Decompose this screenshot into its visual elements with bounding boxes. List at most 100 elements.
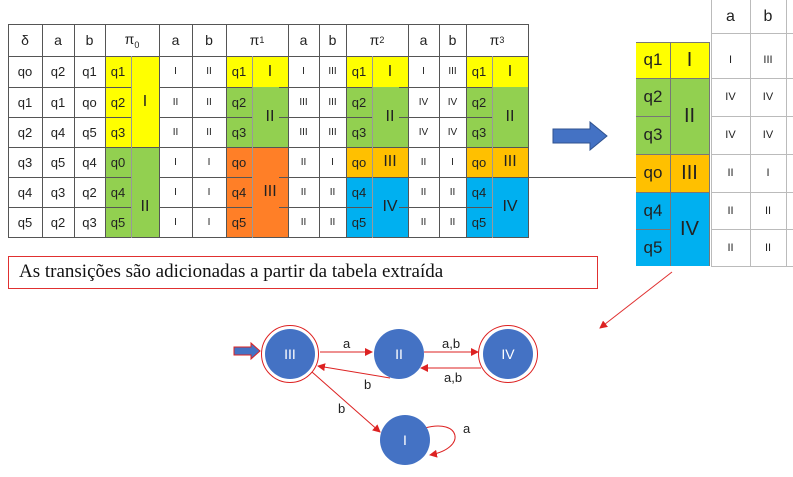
p2-group-label: III [383,153,397,170]
value-b: I [766,167,770,179]
group-label: II [683,104,696,127]
p0-group-label: II [140,198,150,215]
p1-b: III [328,96,337,108]
p2-b: II [449,186,456,198]
header-b: b [205,32,213,48]
p2-state: q2 [351,94,367,110]
p1-b: II [329,186,336,198]
p1-b: I [331,156,334,168]
p0-group-label: I [142,93,148,110]
row-b: q2 [82,184,97,200]
header-a: a [171,32,180,48]
p1-a: III [299,126,308,138]
reduced-table: a b q1 q2 q3 qo q4 q5 I II III IV I III … [636,0,793,267]
state-label: q4 [643,200,663,220]
p3-state: qo [471,154,487,170]
p2-state: q5 [351,214,367,230]
p0-state: q5 [110,214,126,230]
row-a: q2 [50,214,66,230]
p0-state: q2 [110,94,126,110]
p2-amber-block [346,147,408,177]
header-b: b [763,7,773,25]
p0-a: I [174,156,177,168]
p3-state: q4 [471,184,487,200]
caption-text: As transições são adicionadas a partir d… [19,261,444,282]
p2-group-label: IV [382,198,398,215]
edge-i-i [424,425,456,458]
row-a: q1 [50,94,66,110]
p3-group-label: III [503,153,517,170]
state-node-i[interactable]: I [380,415,430,465]
row-b: qo [82,94,97,110]
value-b: II [764,204,772,217]
p2-b: III [448,66,457,77]
p3-state: q3 [471,124,487,140]
p1-a: III [299,96,308,108]
header-pi0-label: π0 [124,30,140,50]
p0-state: q0 [110,154,126,170]
p1-group-label: III [263,183,277,200]
accepting-ring-iv [478,325,538,383]
p2-a: II [420,186,427,198]
edge-label: a,b [444,370,463,385]
table-to-automaton-arrow [599,271,673,329]
p1-a: II [300,216,307,228]
header-b: b [85,32,94,48]
header-b: b [328,32,337,48]
p0-state: q1 [110,64,126,79]
p0-b: I [207,156,211,168]
p3-group-label: I [507,62,513,80]
right-arrow-icon [552,121,608,151]
row-a: q3 [50,184,66,200]
group-label: I [686,48,693,71]
value-b: IV [762,91,774,103]
p2-state: q1 [351,64,367,79]
group-i-fill [636,42,709,78]
state-label: q3 [643,125,663,144]
p2-b: II [449,216,456,228]
row-b: q3 [82,214,97,230]
state-node-iii[interactable]: III [265,329,315,379]
state-node-iv[interactable]: IV [483,329,533,379]
value-a: I [728,54,733,66]
state-label: q1 [643,50,663,69]
edge-label: a,b [442,336,461,351]
p2-b: IV [447,96,458,108]
group-label: IV [680,217,699,240]
p1-orange-block [226,147,288,237]
p2-state: qo [351,154,367,170]
value-a: IV [725,129,736,141]
value-a: II [727,167,734,179]
p0-state: q4 [110,184,126,200]
p2-a: II [420,216,427,228]
p0-b: II [206,66,212,77]
edge-label: b [338,401,346,416]
p2-state: q4 [351,184,367,200]
p2-group-label: I [387,62,393,80]
row-state: qo [17,64,33,79]
p1-a: II [300,156,307,168]
p1-b: III [328,126,337,138]
p1-b: III [328,66,337,77]
edge-iii-i [311,371,381,433]
p1-state: q4 [231,184,247,200]
p1-state: q2 [231,94,247,110]
p2-a: IV [418,126,429,138]
start-arrow-icon [233,341,261,361]
state-node-ii[interactable]: II [374,329,424,379]
p2-a: IV [418,96,429,108]
row-a: q4 [50,124,66,140]
edge-label: b [364,377,372,392]
value-a: IV [725,91,736,103]
header-a: a [726,7,735,25]
p1-a: II [300,186,307,198]
p1-state: q5 [231,214,247,230]
p0-a: I [174,216,177,228]
p2-b: IV [447,126,458,138]
row-a: q2 [50,64,66,79]
p0-b: II [206,126,212,138]
p3-amber-block [466,147,528,177]
